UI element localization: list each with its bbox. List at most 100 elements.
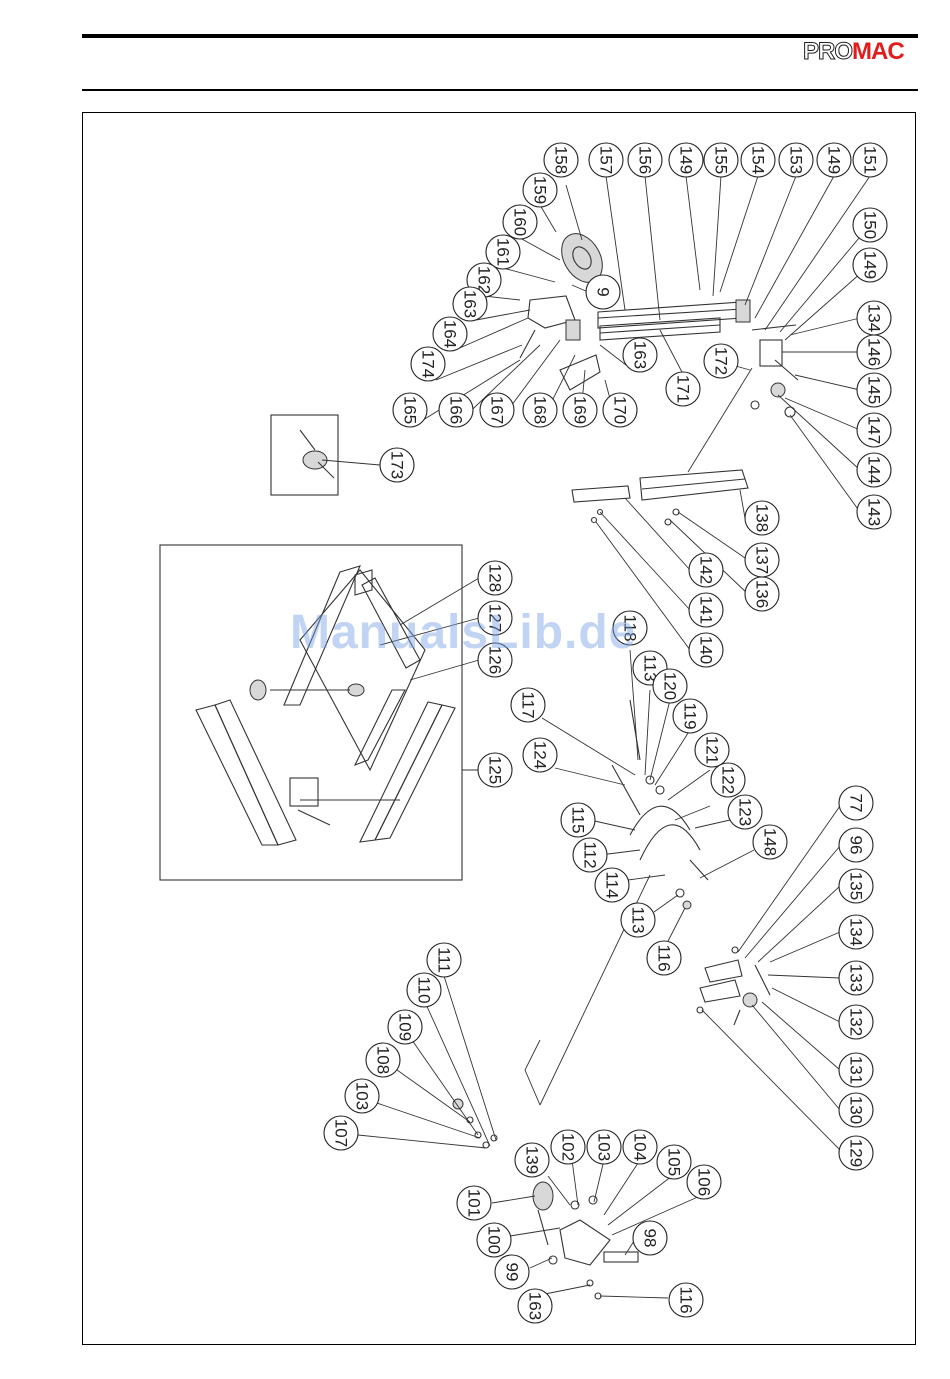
callout-100: 100: [476, 1222, 512, 1258]
callout-label: 126: [486, 646, 505, 674]
top-rail-assembly: [519, 233, 799, 418]
callout-bubble: [694, 732, 730, 768]
callout-bubble: [476, 1222, 512, 1258]
callout-bubble: [838, 1135, 874, 1171]
callout-bubble: [744, 576, 780, 612]
callout-label: 107: [332, 1119, 351, 1147]
callout-label: 173: [388, 451, 407, 479]
callout-139: 139: [514, 1142, 550, 1178]
callout-bubble: [703, 343, 739, 379]
callout-label: 129: [847, 1139, 866, 1167]
callout-label: 144: [865, 456, 884, 484]
callout-bubble: [510, 687, 546, 723]
callout-161: 161: [485, 234, 521, 270]
callout-label: 160: [511, 208, 530, 236]
callout-9: 9: [585, 274, 621, 310]
callout-bubble: [816, 142, 852, 178]
callout-bubble: [688, 552, 724, 588]
callout-bubble: [838, 1004, 874, 1040]
callout-bubble: [856, 412, 892, 448]
callout-label: 159: [531, 176, 550, 204]
callout-bubble: [622, 1129, 658, 1165]
callout-169: 169: [562, 392, 598, 428]
callout-bubble: [612, 610, 648, 646]
callout-119: 119: [672, 698, 708, 734]
callout-label: 112: [581, 841, 600, 868]
callout-label: 137: [753, 546, 772, 574]
callout-bubble: [562, 392, 598, 428]
callout-bubble: [438, 392, 474, 428]
callout-label: 155: [712, 146, 731, 174]
callout-label: 105: [665, 1148, 684, 1176]
callout-157: 157: [588, 142, 624, 178]
callout-label: 167: [488, 396, 507, 424]
callout-label: 121: [703, 736, 722, 764]
callout-163: 163: [517, 1288, 553, 1324]
callout-bubble: [588, 142, 624, 178]
callout-label: 118: [621, 614, 640, 641]
callout-bubble: [586, 1129, 622, 1165]
callout-label: 136: [753, 580, 772, 608]
clamp-assembly-129: [696, 946, 771, 1026]
callout-bubble: [668, 142, 704, 178]
callout-bubble: [710, 762, 746, 798]
callout-label: 116: [655, 944, 674, 971]
callout-bubble: [522, 392, 558, 428]
callout-label: 104: [631, 1133, 650, 1161]
callout-149: 149: [816, 142, 852, 178]
callout-label: 128: [486, 564, 505, 592]
callout-115: 115: [560, 802, 596, 838]
callout-label: 174: [419, 350, 438, 378]
callout-label: 122: [719, 766, 738, 794]
callout-label: 124: [531, 741, 550, 769]
callout-label: 147: [865, 416, 884, 444]
callout-label: 138: [753, 504, 772, 532]
callout-102: 102: [550, 1129, 586, 1165]
callout-label: 103: [595, 1133, 614, 1161]
callout-label: 113: [641, 654, 660, 681]
base-assembly-98: [452, 1098, 639, 1300]
callout-170: 170: [602, 392, 638, 428]
callout-bubble: [365, 1042, 401, 1078]
callout-164: 164: [432, 316, 468, 352]
callout-bubble: [703, 142, 739, 178]
callout-bubble: [856, 334, 892, 370]
callout-113: 113: [620, 902, 656, 938]
callout-120: 120: [652, 668, 688, 704]
callout-label: 127: [486, 604, 505, 632]
callout-bubble: [477, 600, 513, 636]
callout-bubble: [665, 371, 701, 407]
callout-bubble: [456, 1185, 492, 1221]
callout-96: 96: [838, 827, 874, 863]
callout-label: 98: [641, 1229, 660, 1248]
callout-label: 149: [825, 146, 844, 174]
callout-bubble: [572, 837, 608, 873]
callout-label: 102: [559, 1133, 578, 1161]
callout-156: 156: [627, 142, 663, 178]
callout-125: 125: [477, 752, 513, 788]
callout-bubble: [632, 1220, 668, 1256]
callout-bubble: [432, 316, 468, 352]
callout-77: 77: [838, 785, 874, 821]
callout-167: 167: [479, 392, 515, 428]
callout-label: 161: [494, 238, 513, 266]
callout-label: 130: [847, 1096, 866, 1124]
callout-116: 116: [668, 1282, 704, 1318]
callout-109: 109: [387, 1009, 423, 1045]
callout-148: 148: [752, 824, 788, 860]
callout-bubble: [838, 960, 874, 996]
callout-bubble: [852, 142, 888, 178]
callout-142: 142: [688, 552, 724, 588]
callout-137: 137: [744, 542, 780, 578]
callout-bubble: [594, 867, 630, 903]
callout-label: 165: [401, 396, 420, 424]
inset-box-125: [159, 544, 463, 881]
callout-145: 145: [856, 372, 892, 408]
callout-132: 132: [838, 1004, 874, 1040]
callout-bubble: [622, 337, 658, 373]
callout-149: 149: [668, 142, 704, 178]
callout-label: 149: [861, 251, 880, 279]
callout-112: 112: [572, 837, 608, 873]
callout-165: 165: [392, 392, 428, 428]
callout-163: 163: [622, 337, 658, 373]
